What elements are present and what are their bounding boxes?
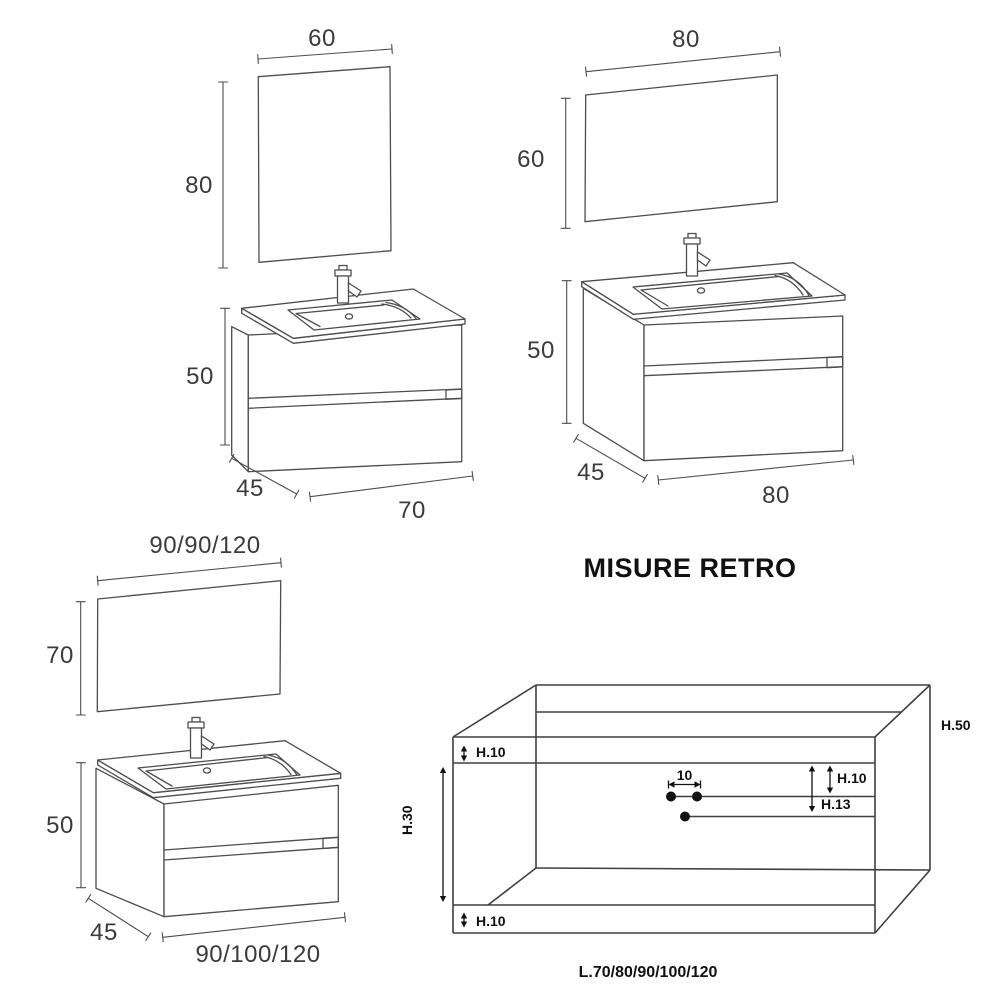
cabinet-b-width-label: 80 <box>762 482 790 509</box>
cabinet-a-width-label: 70 <box>398 497 426 524</box>
vanity-c <box>95 716 342 918</box>
dim-cabinet-b-height: 50 <box>527 280 572 424</box>
cabinet-c-height-label: 50 <box>46 812 74 839</box>
mirror-b <box>584 74 778 223</box>
drawer-handle-notch-a <box>445 388 463 401</box>
hole-dot-lower <box>680 811 690 822</box>
basin-b <box>632 272 813 310</box>
mirror-c-width-label: 90/90/120 <box>149 532 260 559</box>
dim-mirror-a-width: 60 <box>257 25 393 65</box>
mirror-c-height-label: 70 <box>46 642 74 669</box>
dim-cabinet-b-width: 80 <box>657 454 855 509</box>
drawer-handle-notch-c <box>322 836 339 850</box>
dim-cabinet-c-width: 90/100/120 <box>161 912 347 968</box>
faucet-c <box>187 716 215 759</box>
unit-b: 80 60 <box>517 26 855 509</box>
dim-mirror-a-height: 80 <box>185 81 229 269</box>
dim-cabinet-b-depth: 45 <box>573 433 648 486</box>
first-hole-drop-label: H.10 <box>837 770 867 786</box>
lengths-label: L.70/80/90/100/120 <box>579 964 718 981</box>
mirror-a <box>257 66 392 263</box>
hole-dot-left <box>666 791 676 802</box>
cabinet-a-side <box>231 326 249 473</box>
dim-cabinet-a-height: 50 <box>186 307 231 446</box>
dim-first-hole-drop: H.10 <box>826 765 867 794</box>
overflow-hole-a <box>344 313 354 320</box>
dim-mirror-b-width: 80 <box>584 26 782 77</box>
dim-second-hole-drop: H.13 <box>808 765 851 812</box>
counter-c-top <box>97 740 342 794</box>
cabinet-b-depth-label: 45 <box>577 459 605 486</box>
cabinet-a-depth-label: 45 <box>236 475 264 502</box>
unit-a: 60 80 <box>185 25 474 524</box>
mirror-c <box>96 580 282 713</box>
cabinet-c-front <box>163 784 339 918</box>
dim-cabinet-a-depth: 45 <box>228 453 300 502</box>
dim-bottom-band: H.10 <box>460 912 506 929</box>
cabinet-c-depth-label: 45 <box>90 919 118 946</box>
faucet-b <box>683 232 711 277</box>
vanity-b <box>581 232 846 462</box>
mirror-b-width-label: 80 <box>672 26 700 53</box>
vanity-a <box>231 264 466 473</box>
bottom-band-label: H.10 <box>476 913 506 929</box>
retro-title: MISURE RETRO <box>583 553 796 583</box>
unit-c: 90/90/120 70 <box>46 532 347 968</box>
opening-label: H.30 <box>399 805 415 835</box>
mirror-b-height-label: 60 <box>517 146 545 173</box>
retro-diagram: 10 H.10 H.30 H.10 H.10 <box>399 684 971 981</box>
total-height-label: H.50 <box>941 717 971 733</box>
retro-box-wireframe <box>452 684 931 934</box>
dim-opening: H.30 <box>399 767 447 902</box>
cabinet-c-width-label: 90/100/120 <box>195 941 320 968</box>
hole-dot-right <box>692 791 702 802</box>
dim-hole-spacing: 10 <box>667 767 702 789</box>
counter-b-top <box>581 262 846 315</box>
mirror-a-height-label: 80 <box>185 172 213 199</box>
dim-cabinet-c-height: 50 <box>46 762 87 889</box>
mirror-a-width-label: 60 <box>308 25 336 52</box>
dim-mirror-c-height: 70 <box>46 601 86 716</box>
overflow-hole-b <box>696 287 706 294</box>
second-hole-drop-label: H.13 <box>821 796 851 812</box>
drawer-handle-notch-b <box>826 356 844 369</box>
cabinet-a-front <box>247 324 463 473</box>
dim-mirror-c-width: 90/90/120 <box>96 532 282 586</box>
dim-mirror-b-height: 60 <box>517 97 571 229</box>
cabinet-a-height-label: 50 <box>186 363 214 390</box>
faucet-a <box>334 264 362 304</box>
fixing-holes <box>666 791 702 822</box>
cabinet-b-front <box>643 315 844 462</box>
dim-cabinet-a-width: 70 <box>308 470 474 524</box>
dim-top-band: H.10 <box>460 744 506 762</box>
dim-cabinet-c-depth: 45 <box>85 893 152 946</box>
cabinet-b-height-label: 50 <box>527 337 555 364</box>
basin-c <box>137 753 301 790</box>
hole-spacing-label: 10 <box>677 767 693 783</box>
basin-a <box>287 299 421 331</box>
top-band-label: H.10 <box>476 744 506 760</box>
overflow-hole-c <box>202 767 212 774</box>
